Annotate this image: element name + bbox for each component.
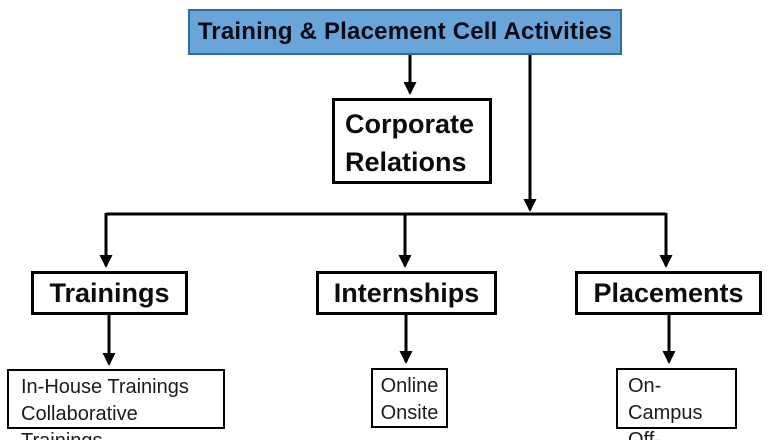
- leaf-line: Onsite: [380, 402, 439, 424]
- node-trainings-label: Trainings: [49, 277, 170, 308]
- node-placements-children: On-Campus Off-Campus: [616, 368, 737, 440]
- leaf-line: Collaborative Trainings: [21, 403, 138, 440]
- node-trainings: Trainings: [31, 271, 188, 315]
- node-trainings-children: In-House Trainings Collaborative Trainin…: [7, 369, 225, 440]
- node-placements-label: Placements: [593, 277, 744, 308]
- node-corporate-relations: Corporate Relations: [332, 98, 492, 184]
- node-placements: Placements: [575, 271, 762, 315]
- node-root-label: Training & Placement Cell Activities: [197, 18, 613, 45]
- node-internships-label: Internships: [333, 277, 480, 308]
- node-root: Training & Placement Cell Activities: [188, 9, 622, 55]
- leaf-line: On-Campus: [628, 375, 703, 424]
- leaf-line: Online: [380, 375, 439, 397]
- leaf-line: Off-Campus: [628, 429, 661, 440]
- node-internships-children: Online Onsite: [371, 368, 448, 428]
- leaf-line: In-House Trainings: [21, 376, 189, 398]
- node-corporate-relations-label: Corporate Relations: [345, 109, 475, 177]
- node-internships: Internships: [316, 271, 497, 315]
